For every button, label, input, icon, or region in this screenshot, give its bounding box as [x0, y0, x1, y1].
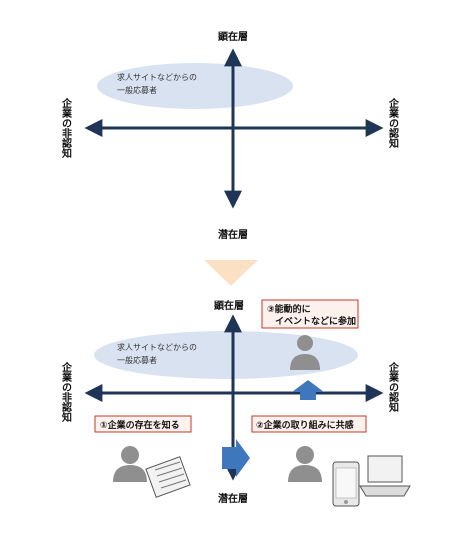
step1-box [94, 415, 192, 433]
step3-text-line1: ③能動的に [267, 303, 311, 315]
step2-text: ②企業の取り組みに共感 [256, 419, 354, 431]
ellipse2-text-line1: 求人サイトなどからの [117, 342, 197, 352]
step3-box [261, 299, 359, 329]
right-arrow-icon [222, 439, 250, 477]
step2-box [251, 415, 367, 433]
step1-text: ①企業の存在を知る [100, 419, 180, 431]
top-diagram: 求人サイトなどからの 一般応募者 顕在層 潜在層 企業の非認知 企業の認知 [60, 30, 400, 241]
axis-top-label: 顕在層 [218, 30, 248, 43]
laptop-icon [359, 455, 411, 497]
newspaper-icon [145, 456, 191, 498]
step3-text-line2: イベントなどに参加 [275, 315, 356, 327]
general-applicants-ellipse-2 [94, 331, 358, 379]
axis-left-label: 企業の非認知 [60, 97, 73, 159]
axis-left-label-2: 企業の非認知 [60, 361, 73, 423]
general-applicants-ellipse [97, 63, 293, 109]
ellipse-text-line1: 求人サイトなどからの [117, 72, 197, 82]
axis-right-label-2: 企業の認知 [387, 361, 400, 413]
bottom-diagram: 求人サイトなどからの 一般応募者 顕在層 潜在層 企業の非認知 企業の認知 ③能… [60, 299, 411, 507]
axis-bottom-label-2: 潜在層 [218, 492, 248, 505]
person-icon [290, 335, 320, 370]
smartphone-icon [332, 461, 360, 507]
axis-bottom-label: 潜在層 [218, 228, 248, 241]
person-icon-3 [288, 446, 322, 482]
ellipse-text-line2: 一般応募者 [117, 85, 157, 95]
axis-right-label: 企業の認知 [387, 97, 400, 149]
up-arrow-icon [292, 380, 324, 400]
person-icon-2 [113, 446, 147, 482]
transition-down-arrow [204, 260, 258, 286]
axis-top-label-2: 顕在層 [214, 299, 244, 312]
ellipse2-text-line2: 一般応募者 [117, 355, 157, 365]
